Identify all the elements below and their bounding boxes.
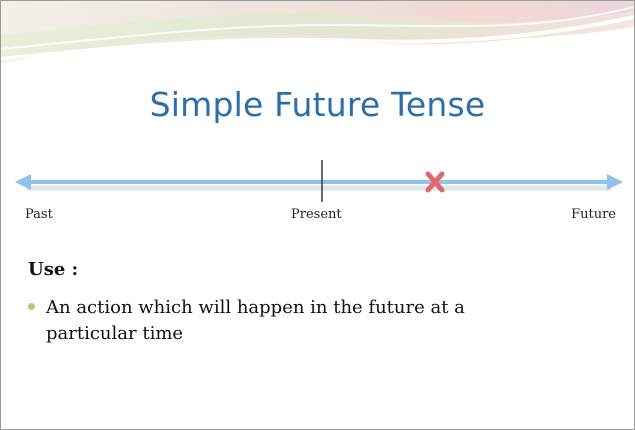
x-mark-icon xyxy=(425,171,445,193)
arrow-left-icon xyxy=(15,174,31,190)
timeline xyxy=(15,160,623,202)
bullet-text: An action which will happen in the futur… xyxy=(46,297,465,344)
decorative-banner xyxy=(1,1,634,63)
slide-title: Simple Future Tense xyxy=(149,85,486,124)
arrow-right-icon xyxy=(607,174,623,190)
timeline-label-past: Past xyxy=(25,207,53,222)
bullet-dot-icon xyxy=(28,303,35,310)
bullet-item: An action which will happen in the futur… xyxy=(28,295,548,347)
timeline-label-present: Present xyxy=(291,207,342,222)
timeline-label-future: Future xyxy=(571,207,616,222)
use-heading: Use : xyxy=(28,259,79,280)
